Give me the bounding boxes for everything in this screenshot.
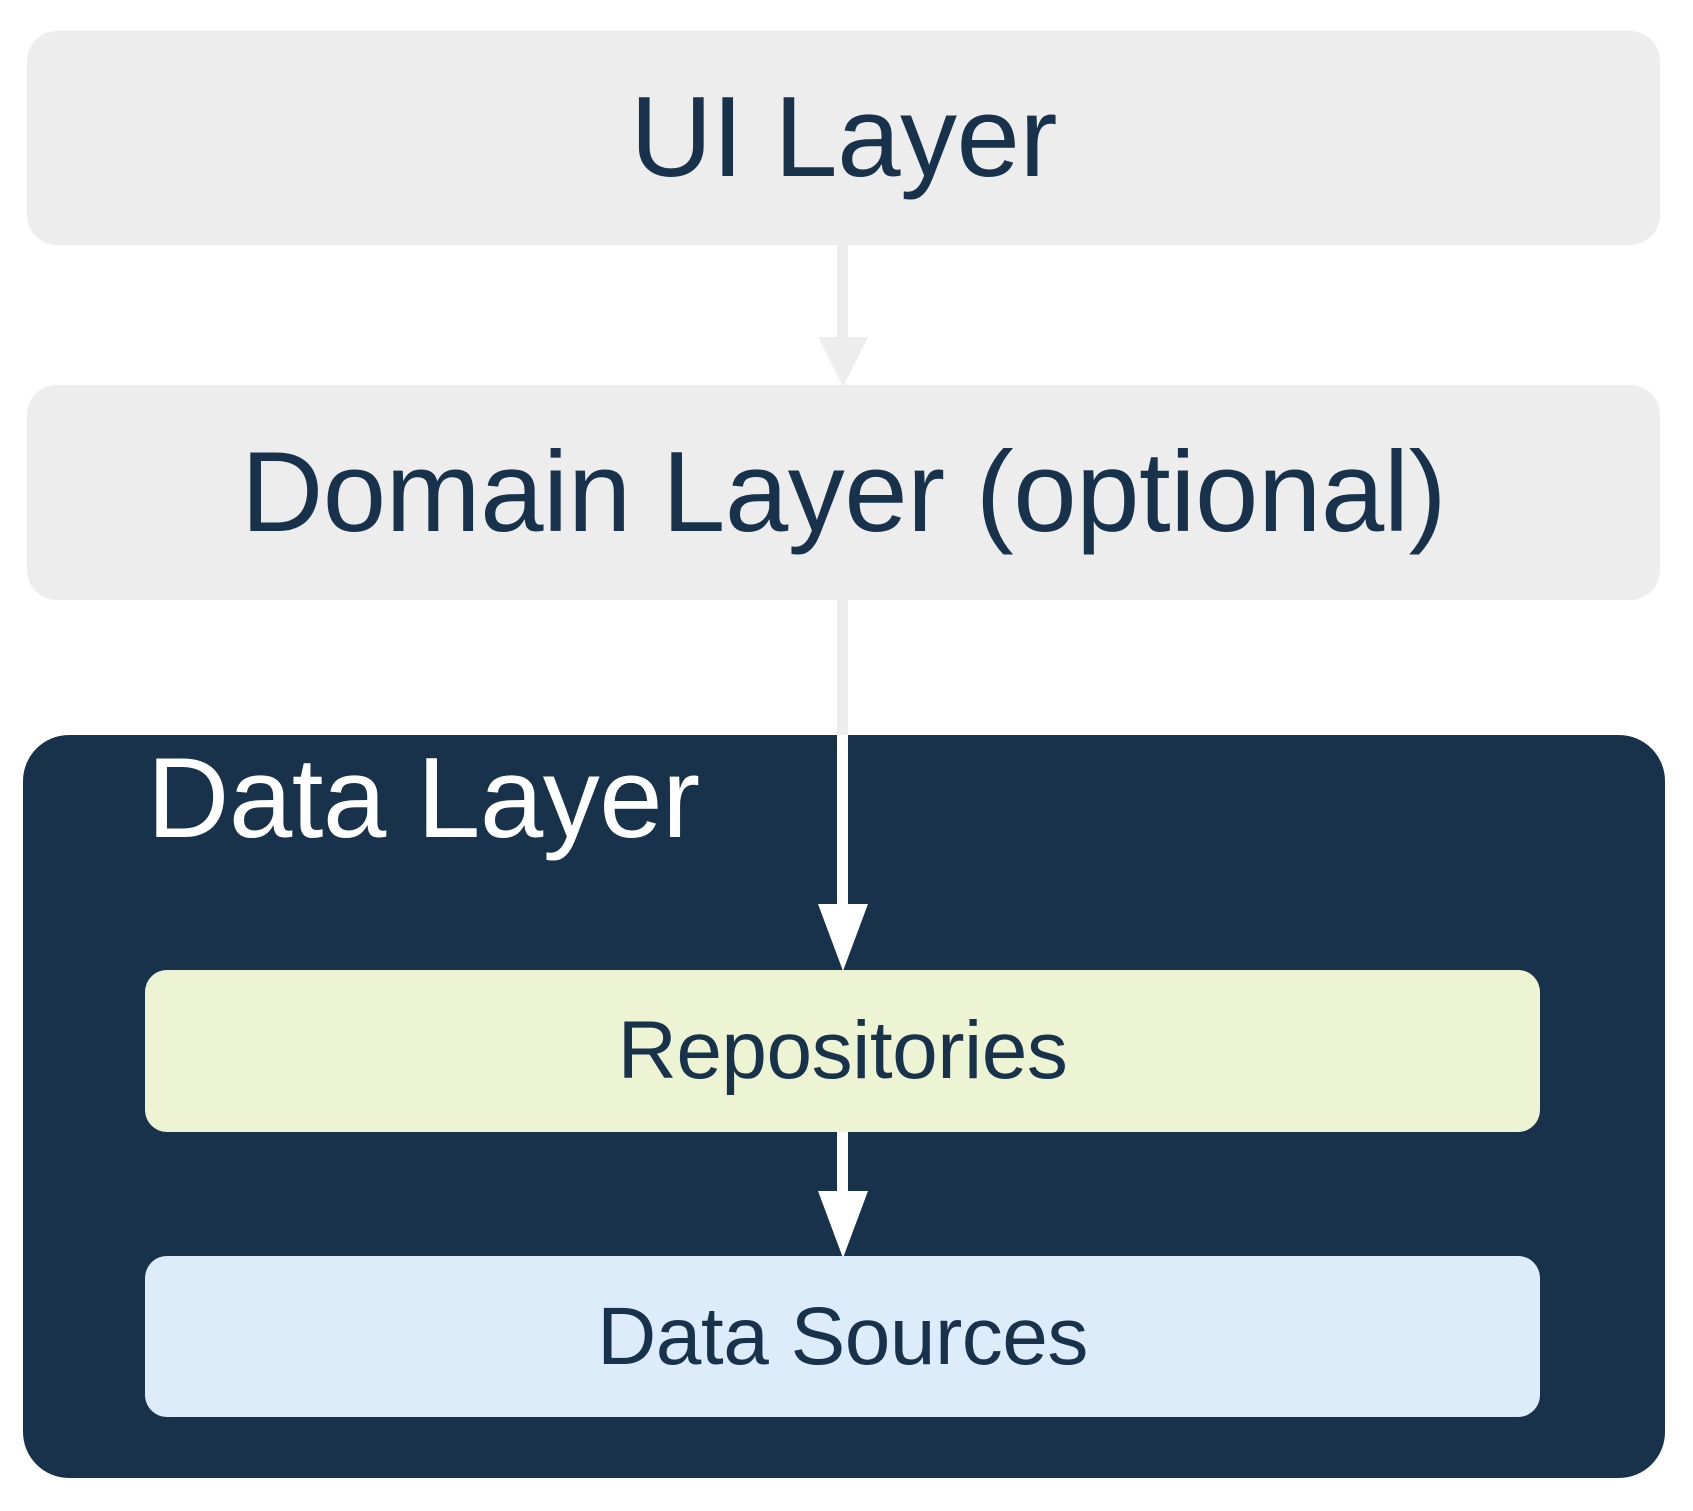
- domain-layer-label: Domain Layer (optional): [240, 428, 1447, 556]
- arrow-head: [818, 337, 868, 387]
- arrow-ui-to-domain-icon: [818, 245, 868, 387]
- arrow-data-to-repositories-icon: [818, 735, 868, 971]
- ui-layer-box[interactable]: UI Layer: [27, 31, 1660, 245]
- ui-layer-label: UI Layer: [630, 74, 1057, 201]
- repositories-label: Repositories: [617, 1005, 1068, 1096]
- arrow-repositories-to-data-sources-icon: [818, 1132, 868, 1258]
- arrow-head: [818, 1191, 868, 1258]
- arrow-domain-to-data-icon: [837, 600, 848, 736]
- arrow-stem: [837, 1132, 848, 1192]
- arrow-stem: [837, 735, 848, 905]
- data-sources-box[interactable]: Data Sources: [145, 1256, 1540, 1417]
- arrow-head: [818, 904, 868, 971]
- arrow-stem: [837, 600, 848, 736]
- domain-layer-box[interactable]: Domain Layer (optional): [27, 385, 1660, 600]
- data-sources-label: Data Sources: [597, 1290, 1088, 1382]
- repositories-box[interactable]: Repositories: [145, 970, 1540, 1132]
- data-layer-label: Data Layer: [147, 735, 700, 862]
- arrow-stem: [837, 245, 848, 339]
